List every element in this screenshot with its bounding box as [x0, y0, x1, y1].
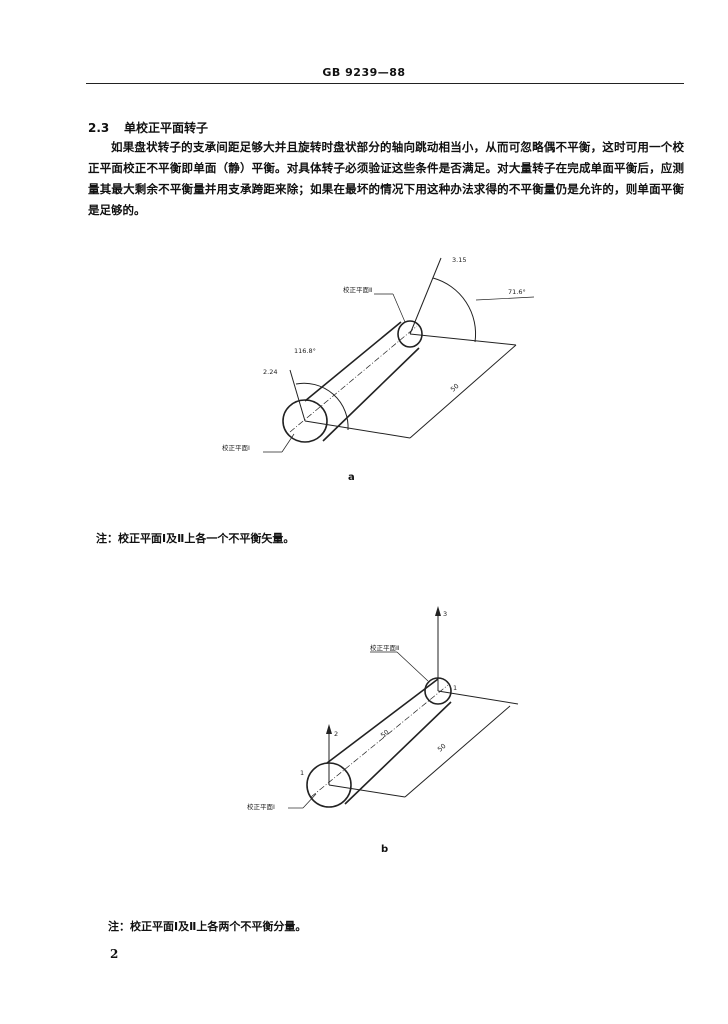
figure-a [263, 257, 535, 453]
fig-a-ref-line-left [304, 420, 411, 439]
header-rule [86, 83, 684, 84]
page-header: GB 9239—88 [322, 66, 406, 79]
section-heading: 2.3 单校正平面转子 [88, 119, 208, 136]
page-number: 2 [110, 947, 119, 961]
fig-b-arrow-up-left [326, 724, 332, 734]
figure-a-note: 注：校正平面Ⅰ及Ⅱ上各一个不平衡矢量。 [96, 532, 295, 545]
section-number: 2.3 [88, 121, 110, 135]
fig-a-angle-arc-71 [432, 277, 477, 343]
fig-b-label-pt1-left: 1 [300, 769, 304, 777]
fig-a-leader-plane2b [392, 293, 406, 323]
fig-a-vector-315 [409, 257, 442, 335]
figure-b-note: 注：校正平面Ⅰ及Ⅱ上各两个不平衡分量。 [108, 920, 307, 933]
fig-b-label-plane2: 校正平面Ⅱ [370, 643, 399, 652]
fig-b-ref-line-right [437, 690, 519, 705]
fig-b-arrow-up-right [435, 606, 441, 616]
fig-a-label-50: 50 [449, 382, 461, 393]
fig-a-centerline [289, 325, 418, 433]
figure-b [288, 606, 519, 809]
fig-b-label-plane1: 校正平面Ⅰ [247, 802, 275, 811]
fig-a-label-1168: 116.8° [294, 347, 316, 355]
fig-a-cylinder-top-edge [304, 321, 402, 402]
fig-a-label-716: 71.6° [508, 288, 526, 296]
fig-b-label-pt1-right: 1 [453, 684, 457, 692]
fig-a-end-circle-right [397, 320, 423, 348]
fig-b-ref-line-left [328, 784, 406, 798]
fig-b-label-dim50b: 50 [436, 742, 448, 753]
fig-b-leader-plane2b [396, 651, 429, 682]
fig-a-leader-716 [475, 296, 535, 301]
fig-b-cylinder-top-edge [326, 678, 439, 764]
fig-a-label-315: 3.15 [452, 256, 466, 264]
figure-b-labels: 3 校正平面Ⅱ 1 2 50 50 1 校正平面Ⅰ [247, 610, 457, 811]
figure-a-caption: a [348, 472, 355, 483]
fig-a-end-circle-left [282, 399, 328, 443]
fig-a-label-plane2: 校正平面Ⅱ [343, 285, 372, 294]
fig-b-dimension-line [404, 705, 511, 798]
fig-b-centerline [310, 684, 449, 798]
fig-a-label-plane1: 校正平面Ⅰ [222, 443, 250, 452]
fig-b-leader-plane1b [302, 793, 317, 809]
fig-a-label-224: 2.24 [263, 368, 277, 376]
section-title: 单校正平面转子 [124, 121, 209, 135]
fig-b-cylinder-bottom-edge [344, 701, 452, 805]
figure-a-labels: 3.15 71.6° 校正平面Ⅱ 116.8° 2.24 50 校正平面Ⅰ [222, 256, 526, 452]
body-paragraph: 如果盘状转子的支承间距足够大并且旋转时盘状部分的轴向跳动相当小，从而可忽略偶不平… [88, 137, 684, 221]
fig-b-label-dim50a: 50 [379, 728, 390, 739]
figure-b-caption: b [381, 844, 389, 855]
fig-a-vector-224 [289, 369, 306, 422]
fig-a-angle-arc-116 [295, 382, 349, 431]
fig-a-dimension-line [409, 344, 517, 439]
fig-a-leader-plane1b [281, 433, 295, 453]
body-text: 如果盘状转子的支承间距足够大并且旋转时盘状部分的轴向跳动相当小，从而可忽略偶不平… [88, 140, 684, 217]
fig-a-ref-line-right [409, 333, 517, 346]
fig-b-label-axis3: 3 [443, 610, 447, 618]
fig-a-cylinder-bottom-edge [322, 347, 420, 442]
fig-b-label-axis2: 2 [334, 730, 338, 738]
